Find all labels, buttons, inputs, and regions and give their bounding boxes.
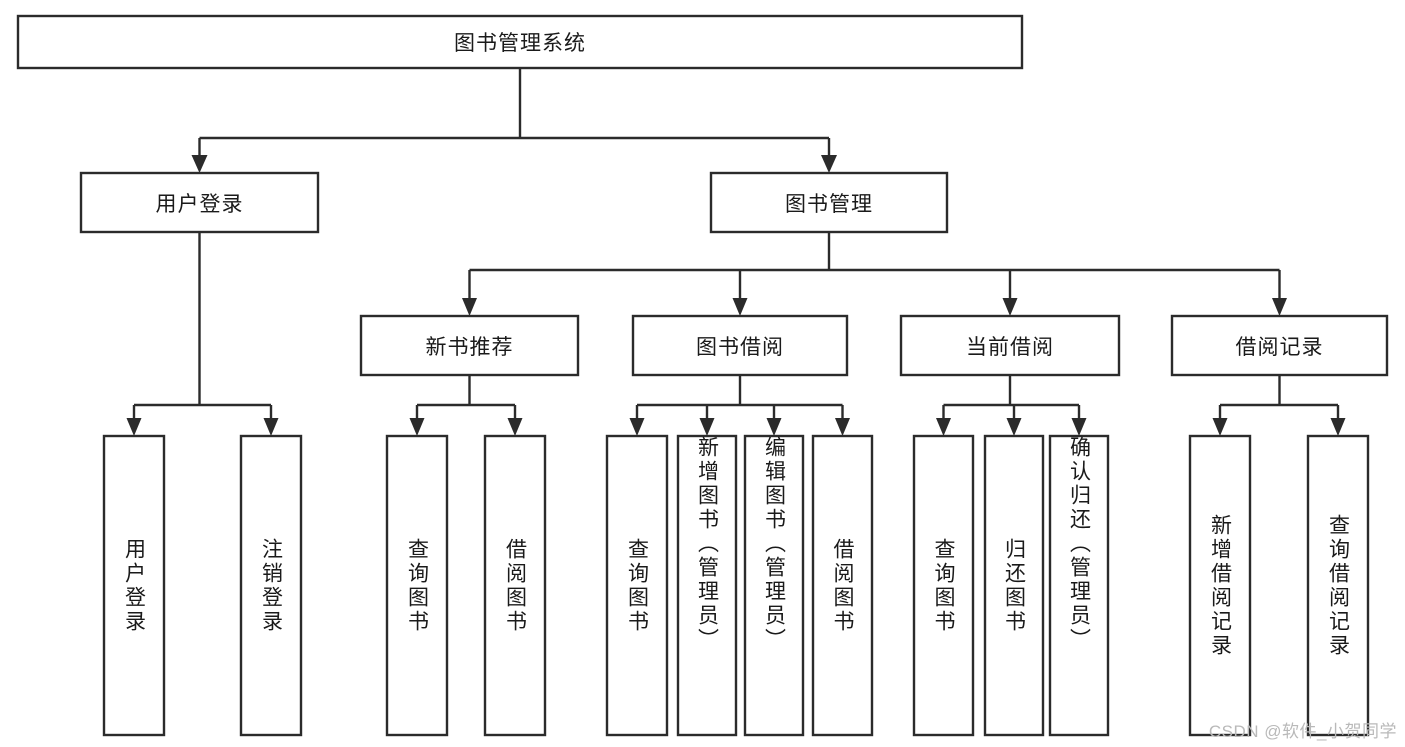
node-box-root[interactable] xyxy=(16,14,1024,70)
node-box-leaf-borrow-book[interactable] xyxy=(811,434,874,737)
connector-group-borrow-record xyxy=(1212,375,1346,436)
arrow-head-leaf-query-book-borrow xyxy=(629,418,645,436)
arrow-head-borrow-record xyxy=(1272,298,1287,316)
node-box-leaf-query-record[interactable] xyxy=(1306,434,1370,737)
arrow-head-leaf-edit-book xyxy=(766,418,782,436)
connector-group-new-book-rec xyxy=(409,375,523,436)
connector-group-book-manage xyxy=(462,232,1287,316)
node-box-book-borrow[interactable] xyxy=(631,314,849,377)
node-box-current-borrow[interactable] xyxy=(899,314,1121,377)
connector-group-root xyxy=(191,68,837,173)
arrow-head-current-borrow xyxy=(1002,298,1018,316)
node-box-leaf-query-book-cur[interactable] xyxy=(912,434,975,737)
node-box-leaf-add-book[interactable] xyxy=(676,434,738,737)
watermark-text: CSDN @软件_小贺同学 xyxy=(1208,722,1397,741)
node-box-user-login[interactable] xyxy=(79,171,320,234)
node-box-borrow-record[interactable] xyxy=(1170,314,1389,377)
arrow-head-leaf-return-book xyxy=(1006,418,1022,436)
arrow-head-leaf-add-record xyxy=(1212,418,1228,436)
arrow-head-leaf-add-book xyxy=(699,418,715,436)
node-box-leaf-user-login[interactable] xyxy=(102,434,166,737)
arrow-head-leaf-confirm-return xyxy=(1071,418,1087,436)
arrow-head-leaf-borrow-book xyxy=(835,418,850,436)
arrow-head-leaf-query-book-cur xyxy=(936,418,951,436)
arrow-head-leaf-borrow-book-rec xyxy=(507,418,523,436)
connector-group-current-borrow xyxy=(936,375,1087,436)
connector-group-book-borrow xyxy=(629,375,850,436)
node-box-leaf-add-record[interactable] xyxy=(1188,434,1252,737)
arrow-head-leaf-query-record xyxy=(1330,418,1346,436)
arrow-head-new-book-rec xyxy=(462,298,477,316)
arrow-head-leaf-user-login xyxy=(126,418,142,436)
node-box-leaf-logout[interactable] xyxy=(239,434,303,737)
node-box-leaf-confirm-return[interactable] xyxy=(1048,434,1110,737)
arrow-head-leaf-logout xyxy=(263,418,279,436)
arrow-head-book-borrow xyxy=(732,298,748,316)
node-box-book-manage[interactable] xyxy=(709,171,949,234)
connector-group-user-login xyxy=(126,232,279,436)
arrow-head-leaf-query-book-rec xyxy=(409,418,425,436)
node-box-leaf-query-book-rec[interactable] xyxy=(385,434,449,737)
node-box-leaf-borrow-book-rec[interactable] xyxy=(483,434,547,737)
node-box-new-book-rec[interactable] xyxy=(359,314,580,377)
node-box-leaf-return-book[interactable] xyxy=(983,434,1045,737)
node-box-leaf-query-book-borrow[interactable] xyxy=(605,434,669,737)
node-box-leaf-edit-book[interactable] xyxy=(743,434,805,737)
arrow-head-book-manage xyxy=(821,155,837,173)
arrow-head-user-login xyxy=(191,155,208,173)
